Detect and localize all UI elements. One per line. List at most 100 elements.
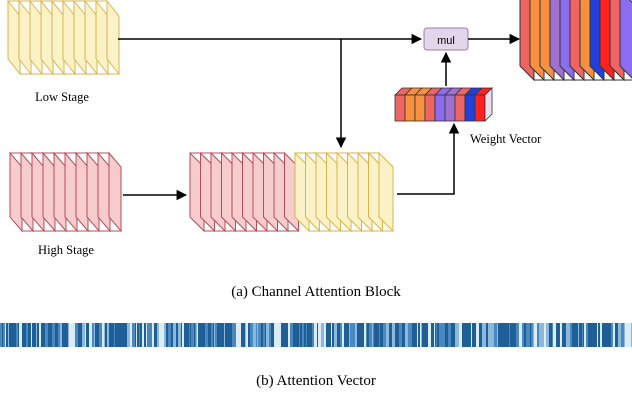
attention-stripe (510, 323, 512, 347)
attention-stripe (23, 323, 26, 347)
attention-stripe (195, 323, 196, 347)
attention-stripe (531, 323, 533, 347)
attention-stripe (16, 323, 18, 347)
attention-stripe (181, 323, 182, 347)
weight-vector-cell (394, 94, 406, 122)
attention-stripe (606, 323, 609, 347)
attention-vector-barcode (0, 323, 632, 347)
attention-stripe (332, 323, 334, 347)
weight-vector-cell (414, 94, 426, 122)
attention-stripe (544, 323, 546, 347)
attention-stripe (228, 323, 230, 347)
attention-stripe (65, 323, 68, 347)
attention-stripe (329, 323, 331, 347)
high-stage-slice (9, 151, 23, 233)
attention-stripe (250, 323, 253, 347)
attention-stripe (387, 323, 389, 347)
caption-a: (a) Channel Attention Block (231, 284, 401, 300)
attention-stripe (567, 323, 570, 347)
attention-stripe (92, 323, 94, 347)
attention-stripe (459, 323, 462, 347)
attention-stripe (586, 323, 588, 347)
attention-stripe (147, 323, 149, 347)
high-stage-slice (97, 151, 111, 233)
attention-stripe (367, 323, 369, 347)
attention-stripe (62, 323, 64, 347)
attention-stripe (410, 323, 412, 347)
attention-stripe (283, 323, 286, 347)
attention-stripe (626, 323, 628, 347)
low-stage-slice (29, 0, 43, 76)
high-stage-slice (53, 151, 67, 233)
attention-stripe (123, 323, 125, 347)
attention-stripe (377, 323, 379, 347)
attention-stripe (407, 323, 408, 347)
high-stage-slice (86, 151, 100, 233)
attention-stripe (203, 323, 205, 347)
attention-stripe (279, 323, 281, 347)
attention-stripe (374, 323, 377, 347)
attention-stripe (436, 323, 437, 347)
attention-stripe (198, 323, 200, 347)
attention-stripe (281, 323, 283, 347)
attention-stripe (45, 323, 48, 347)
attention-stripe (475, 323, 476, 347)
attention-stripe (196, 323, 197, 347)
attention-stripe (491, 323, 494, 347)
attention-stripe (290, 323, 293, 347)
attention-stripe (194, 323, 195, 347)
attention-stripe (563, 323, 566, 347)
attention-stripe (435, 323, 436, 347)
attention-stripe (162, 323, 164, 347)
attention-stripe (114, 323, 115, 347)
attention-stripe (553, 323, 556, 347)
attention-stripe (176, 323, 178, 347)
attention-stripe (602, 323, 603, 347)
attention-stripe (18, 323, 19, 347)
attention-stripe (434, 323, 435, 347)
attention-stripe (498, 323, 501, 347)
attention-stripe (312, 323, 314, 347)
attention-stripe (144, 323, 146, 347)
attention-stripe (225, 323, 228, 347)
attention-stripe (421, 323, 422, 347)
attention-stripe (582, 323, 583, 347)
attention-stripe (507, 323, 508, 347)
attention-stripe (211, 323, 213, 347)
attention-stripe (288, 323, 290, 347)
attention-stripe (337, 323, 338, 347)
high-stage-slice (64, 151, 78, 233)
attention-stripe (19, 323, 22, 347)
attention-stripe (350, 323, 352, 347)
attention-stripe (287, 323, 288, 347)
attention-stripe (338, 323, 339, 347)
attention-stripe (534, 323, 537, 347)
attention-stripe (184, 323, 186, 347)
attention-stripe (49, 323, 51, 347)
attention-stripe (364, 323, 366, 347)
high-stage-slice (108, 151, 122, 233)
attention-stripe (214, 323, 215, 347)
attention-stripe (86, 323, 87, 347)
weight-vector-cell (444, 94, 456, 122)
attention-stripe (213, 323, 214, 347)
attention-stripe (566, 323, 567, 347)
attention-stripe (5, 323, 6, 347)
attention-stripe (348, 323, 349, 347)
attention-stripe (331, 323, 332, 347)
attention-stripe (501, 323, 503, 347)
attention-stripe (408, 323, 410, 347)
low-stage-label: Low Stage (35, 90, 89, 104)
attention-stripe (306, 323, 307, 347)
attention-stripe (230, 323, 232, 347)
attention-stripe (373, 323, 374, 347)
attention-stripe (297, 323, 299, 347)
attention-stripe (334, 323, 337, 347)
low-stage-slice (7, 0, 21, 76)
attention-stripe (159, 323, 162, 347)
attention-stripe (34, 323, 36, 347)
attention-stripe (28, 323, 31, 347)
attention-stripe (412, 323, 413, 347)
attention-stripe (471, 323, 472, 347)
attention-stripe (112, 323, 114, 347)
